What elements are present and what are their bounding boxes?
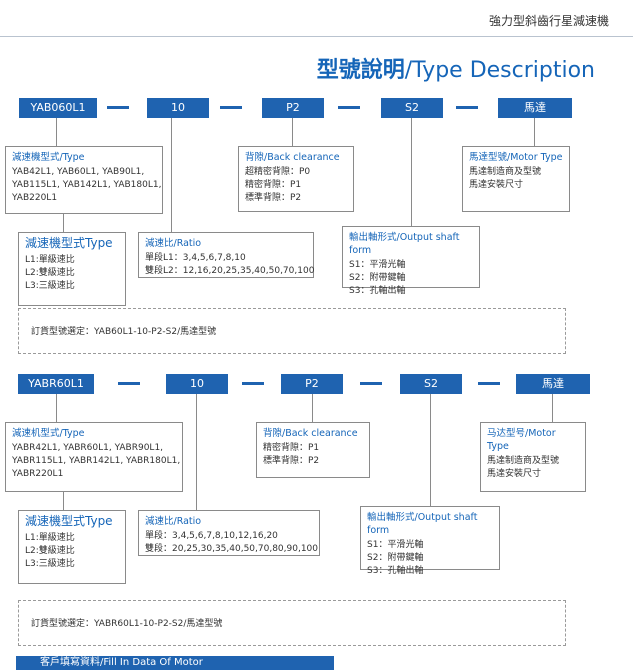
type-box: 減速机型式/Type YABR42L1, YABR60L1, YABR90L1,… bbox=[5, 422, 183, 492]
ratio-box-line: 單段：3,4,5,6,7,8,10,12,16,20 bbox=[145, 531, 278, 541]
stage-box-line: L3:三級速比 bbox=[25, 281, 75, 291]
ratio-box-line: 雙段L2：12,16,20,25,35,40,50,70,100 bbox=[145, 266, 315, 276]
shaft-box-line: S2：附帶鍵軸 bbox=[367, 553, 424, 563]
motor-box-title: 马达型号/Motor Type bbox=[487, 428, 556, 452]
code-dash bbox=[360, 382, 382, 385]
shaft-box-line: S1：平滑光軸 bbox=[349, 260, 406, 270]
type-box-line: YAB115L1, YAB142L1, YAB180L1, bbox=[12, 180, 162, 190]
motor-box-title: 馬達型號/Motor Type bbox=[469, 152, 563, 163]
connector-line bbox=[63, 492, 64, 510]
shaft-box-title: 輸出軸形式/Output shaft form bbox=[367, 512, 478, 536]
connector-line bbox=[552, 394, 553, 422]
code-shaft: S2 bbox=[400, 374, 462, 394]
shaft-box: 輸出軸形式/Output shaft form S1：平滑光軸 S2：附帶鍵軸 … bbox=[342, 226, 480, 296]
ratio-box-title: 減速比/Ratio bbox=[145, 516, 202, 527]
page-title-en: /Type Description bbox=[404, 58, 595, 83]
code-dash bbox=[338, 106, 360, 109]
type-box-line: YAB220L1 bbox=[12, 193, 58, 203]
backlash-box-title: 背隙/Back clearance bbox=[245, 152, 340, 163]
type-box-title: 減速機型式/Type bbox=[12, 152, 85, 163]
order-example-text: 訂貨型號選定：YAB60L1-10-P2-S2/馬達型號 bbox=[31, 327, 217, 337]
code-motor: 馬達 bbox=[498, 98, 572, 118]
code-model: YABR60L1 bbox=[18, 374, 94, 394]
stage-box-line: L3:三級速比 bbox=[25, 559, 75, 569]
stage-box: 減速機型式Type L1:單級速比 L2:雙級速比 L3:三級速比 bbox=[18, 232, 126, 306]
connector-line bbox=[63, 214, 64, 232]
motor-box-line: 馬達安裝尺寸 bbox=[469, 180, 524, 190]
connector-line bbox=[430, 394, 431, 506]
stage-box-title: 減速機型式Type bbox=[25, 514, 113, 528]
customer-data-banner: 客戶填寫資料/Fill In Data Of Motor bbox=[16, 656, 334, 670]
type-box: 減速機型式/Type YAB42L1, YAB60L1, YAB90L1, YA… bbox=[5, 146, 163, 214]
order-example: 訂貨型號選定：YAB60L1-10-P2-S2/馬達型號 bbox=[18, 308, 566, 354]
code-dash bbox=[220, 106, 242, 109]
header-divider bbox=[0, 36, 633, 37]
connector-line bbox=[196, 394, 197, 510]
stage-box-line: L1:單級速比 bbox=[25, 533, 75, 543]
type-box-line: YABR115L1, YABR142L1, YABR180L1, bbox=[12, 456, 181, 466]
ratio-box-title: 減速比/Ratio bbox=[145, 238, 202, 249]
shaft-box-line: S1：平滑光軸 bbox=[367, 540, 424, 550]
connector-line bbox=[534, 118, 535, 146]
code-model: YAB060L1 bbox=[19, 98, 97, 118]
motor-box-line: 馬達制造商及型號 bbox=[469, 167, 542, 177]
code-ratio: 10 bbox=[147, 98, 209, 118]
connector-line bbox=[411, 118, 412, 226]
stage-box: 減速機型式Type L1:單級速比 L2:雙級速比 L3:三級速比 bbox=[18, 510, 126, 584]
code-dash bbox=[107, 106, 129, 109]
backlash-box-line: 標準背隙：P2 bbox=[245, 193, 302, 203]
header-title: 強力型斜齒行星減速機 bbox=[488, 14, 609, 28]
code-motor: 馬達 bbox=[516, 374, 590, 394]
code-shaft: S2 bbox=[381, 98, 443, 118]
motor-box-line: 馬達制造商及型號 bbox=[487, 456, 560, 466]
backlash-box: 背隙/Back clearance 精密背隙：P1 標準背隙：P2 bbox=[256, 422, 370, 478]
backlash-box-line: 超精密背隙：P0 bbox=[245, 167, 311, 177]
ratio-box: 減速比/Ratio 單段：3,4,5,6,7,8,10,12,16,20 雙段：… bbox=[138, 510, 320, 556]
code-dash bbox=[118, 382, 140, 385]
type-box-line: YAB42L1, YAB60L1, YAB90L1, bbox=[12, 167, 145, 177]
connector-line bbox=[56, 394, 57, 422]
connector-line bbox=[171, 118, 172, 232]
backlash-box-title: 背隙/Back clearance bbox=[263, 428, 358, 439]
ratio-box-line: 雙段：20,25,30,35,40,50,70,80,90,100 bbox=[145, 544, 318, 554]
shaft-box-line: S3：孔軸出軸 bbox=[349, 286, 406, 296]
page-title-zh: 型號說明 bbox=[316, 58, 405, 83]
stage-box-line: L2:雙級速比 bbox=[25, 268, 75, 278]
motor-box: 馬達型號/Motor Type 馬達制造商及型號 馬達安裝尺寸 bbox=[462, 146, 570, 212]
type-box-line: YABR42L1, YABR60L1, YABR90L1, bbox=[12, 443, 164, 453]
stage-box-line: L2:雙級速比 bbox=[25, 546, 75, 556]
stage-box-line: L1:單級速比 bbox=[25, 255, 75, 265]
code-dash bbox=[478, 382, 500, 385]
code-backlash: P2 bbox=[281, 374, 343, 394]
backlash-box-line: 精密背隙：P1 bbox=[245, 180, 302, 190]
connector-line bbox=[312, 394, 313, 422]
stage-box-title: 減速機型式Type bbox=[25, 236, 113, 250]
shaft-box-line: S2：附帶鍵軸 bbox=[349, 273, 406, 283]
ratio-box-line: 單段L1：3,4,5,6,7,8,10 bbox=[145, 253, 246, 263]
shaft-box-title: 輸出軸形式/Output shaft form bbox=[349, 232, 460, 256]
motor-box-line: 馬達安裝尺寸 bbox=[487, 469, 542, 479]
code-dash bbox=[456, 106, 478, 109]
backlash-box-line: 精密背隙：P1 bbox=[263, 443, 320, 453]
type-box-title: 減速机型式/Type bbox=[12, 428, 85, 439]
code-dash bbox=[242, 382, 264, 385]
code-ratio: 10 bbox=[166, 374, 228, 394]
shaft-box-line: S3：孔軸出軸 bbox=[367, 566, 424, 576]
backlash-box-line: 標準背隙：P2 bbox=[263, 456, 320, 466]
shaft-box: 輸出軸形式/Output shaft form S1：平滑光軸 S2：附帶鍵軸 … bbox=[360, 506, 500, 576]
code-backlash: P2 bbox=[262, 98, 324, 118]
type-box-line: YABR220L1 bbox=[12, 469, 64, 479]
motor-box: 马达型号/Motor Type 馬達制造商及型號 馬達安裝尺寸 bbox=[480, 422, 586, 492]
backlash-box: 背隙/Back clearance 超精密背隙：P0 精密背隙：P1 標準背隙：… bbox=[238, 146, 354, 212]
order-example-text: 訂貨型號選定：YABR60L1-10-P2-S2/馬達型號 bbox=[31, 619, 223, 629]
connector-line bbox=[292, 118, 293, 146]
connector-line bbox=[56, 118, 57, 146]
page-title: 型號說明/Type Description bbox=[317, 52, 595, 84]
ratio-box: 減速比/Ratio 單段L1：3,4,5,6,7,8,10 雙段L2：12,16… bbox=[138, 232, 314, 278]
order-example: 訂貨型號選定：YABR60L1-10-P2-S2/馬達型號 bbox=[18, 600, 566, 646]
